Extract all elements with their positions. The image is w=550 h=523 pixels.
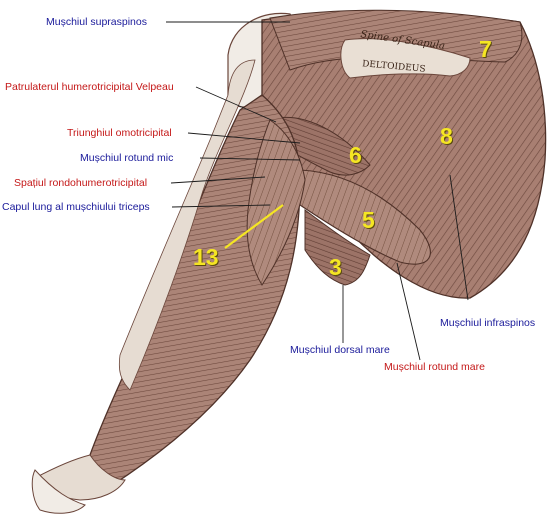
- label-supraspinatus: Mușchiul supraspinos: [46, 16, 147, 28]
- teres-major-muscle: [299, 169, 431, 265]
- number-3: 3: [329, 254, 342, 280]
- scapula-spine-bone: [340, 38, 471, 79]
- label-teres-minor: Mușchiul rotund mic: [80, 152, 174, 164]
- label-long-head-triceps: Capul lung al mușchiului triceps: [2, 201, 150, 213]
- number-8: 8: [440, 123, 453, 149]
- label-teres-major: Mușchiul rotund mare: [384, 361, 485, 373]
- label-rondohumerotricipital-space: Spațiul rondohumerotricipital: [14, 177, 148, 189]
- number-13: 13: [193, 244, 219, 270]
- number-6: 6: [349, 142, 362, 168]
- label-omotricipital-triangle: Triunghiul omotricipital: [67, 127, 172, 139]
- leader-lines: [166, 21, 469, 361]
- elbow-bone: [31, 469, 86, 514]
- number-7: 7: [479, 36, 492, 62]
- latissimus-dorsi-muscle: [304, 209, 371, 286]
- forearm: [34, 454, 126, 501]
- label-latissimus-dorsi: Mușchiul dorsal mare: [290, 344, 390, 356]
- deltoid-edge: [118, 59, 256, 391]
- label-infraspinatus: Mușchiul infraspinos: [440, 317, 536, 329]
- label-humerotricipital-quadrilateral: Patrulaterul humerotricipital Velpeau: [5, 81, 174, 93]
- number-5: 5: [362, 207, 375, 233]
